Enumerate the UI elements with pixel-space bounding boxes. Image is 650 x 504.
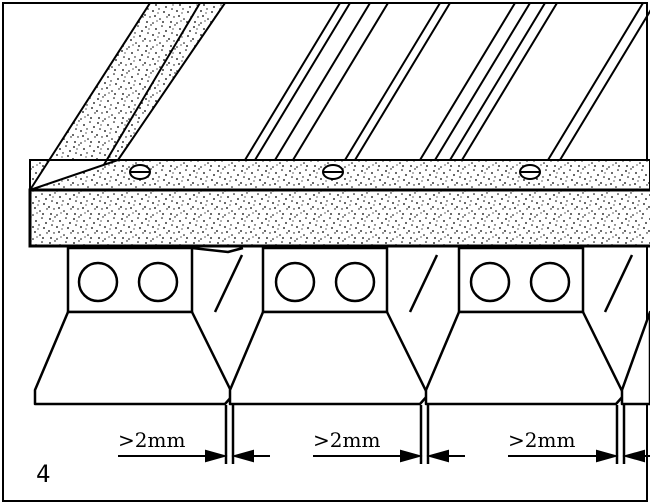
- background-planks: [244, 2, 650, 161]
- figure-number: 4: [36, 460, 50, 488]
- diagonal-rail: [29, 1, 227, 194]
- dim-arrow-right: [622, 449, 650, 463]
- dim-arrow-left: [313, 449, 423, 463]
- gap-label: >2mm: [313, 428, 380, 452]
- support-shoe: [33, 246, 244, 406]
- dim-arrow-left: [508, 449, 619, 463]
- screw-heads: [129, 164, 541, 180]
- support-shoe: [424, 254, 634, 406]
- gap-label: >2mm: [508, 428, 575, 452]
- dimension-arrows: [118, 449, 650, 463]
- connector-block: [457, 246, 585, 314]
- dim-arrow-left: [118, 449, 228, 463]
- screw-head: [519, 164, 541, 180]
- dim-arrow-right: [426, 449, 465, 463]
- support-shoe-partial: [620, 310, 650, 406]
- connector-block: [261, 246, 389, 314]
- rail-seam: [101, 2, 201, 169]
- slab-front: [28, 188, 650, 248]
- connector-block: [66, 246, 194, 314]
- dim-arrow-right: [231, 449, 270, 463]
- gap-markers: [224, 405, 626, 464]
- support-shoe: [228, 254, 439, 406]
- support-shoes: [33, 246, 650, 406]
- connector-blocks: [66, 246, 585, 314]
- screw-head: [129, 164, 151, 180]
- gap-label: >2mm: [118, 428, 185, 452]
- screw-head: [322, 164, 344, 180]
